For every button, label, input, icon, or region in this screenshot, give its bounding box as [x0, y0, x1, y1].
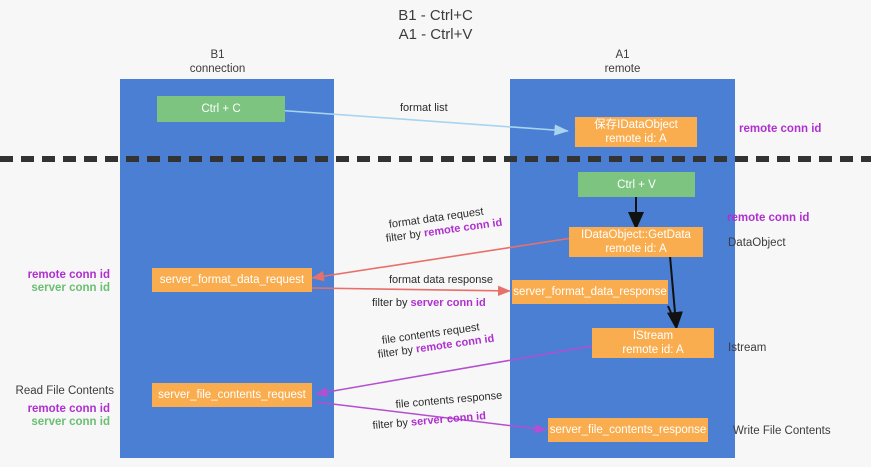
annotation-write-file-contents: Write File Contents [733, 425, 831, 437]
node-ctrl-v-label: Ctrl + V [617, 178, 656, 191]
filter-prefix: filter by [372, 416, 412, 432]
annotation-remote-conn-id-mid: remote conn id [727, 212, 810, 224]
annotation-remote-conn-id-top: remote conn id [739, 123, 822, 135]
lane-header-b1: B1 connection [140, 48, 295, 76]
annotation-istream: Istream [728, 342, 767, 354]
node-ctrl-c[interactable]: Ctrl + C [157, 96, 285, 122]
title-line-2: A1 - Ctrl+V [398, 26, 473, 43]
annotation-read-file-contents: Read File Contents [15, 385, 114, 397]
filter-key: server conn id [410, 297, 486, 309]
edge-label-file-contents-response: file contents response [395, 389, 503, 411]
node-save-idataobject-line1: 保存IDataObject [594, 119, 678, 131]
edge-label-format-list: format list [400, 102, 448, 114]
node-server-format-data-request[interactable]: server_format_data_request [152, 268, 312, 292]
node-server-file-contents-request[interactable]: server_file_contents_request [152, 383, 312, 407]
title-line-1: B1 - Ctrl+C [398, 7, 473, 24]
node-server-file-contents-response-label: server_file_contents_response [549, 424, 707, 436]
node-ctrl-c-label: Ctrl + C [201, 103, 241, 115]
node-server-format-data-request-label: server_format_data_request [159, 274, 305, 286]
phase-divider [0, 156, 871, 162]
node-idataobject-getdata[interactable]: IDataObject::GetData remote id: A [569, 227, 703, 257]
node-server-file-contents-request-label: server_file_contents_request [158, 389, 306, 401]
annotation-dataobject: DataObject [728, 237, 786, 249]
annotation-left-server-conn-id-bottom: server conn id [31, 416, 110, 428]
lane-b1-name: B1 [210, 49, 225, 61]
lane-a1-sub: remote [604, 63, 641, 75]
filter-prefix: filter by [377, 343, 417, 361]
filter-prefix: filter by [372, 297, 411, 309]
node-server-file-contents-response[interactable]: server_file_contents_response [548, 418, 708, 442]
filter-key: server conn id [410, 410, 487, 429]
node-ctrl-v[interactable]: Ctrl + V [578, 172, 695, 197]
node-save-idataobject-line2: remote id: A [605, 133, 667, 145]
node-idataobject-getdata-line1: IDataObject::GetData [581, 229, 691, 241]
annotation-left-server-conn-id-mid: server conn id [31, 282, 110, 294]
node-istream-line2: remote id: A [622, 344, 684, 356]
edge-label-format-data-response: format data response [389, 274, 493, 286]
lane-b1-sub: connection [189, 63, 246, 75]
annotation-left-remote-conn-id-bottom: remote conn id [27, 403, 110, 415]
lane-header-a1: A1 remote [545, 48, 700, 76]
diagram-title: B1 - Ctrl+C A1 - Ctrl+V [0, 6, 871, 44]
edge-label-format-data-response-filter: filter by server conn id [372, 296, 486, 311]
node-server-format-data-response[interactable]: server_format_data_response [512, 280, 668, 304]
filter-prefix: filter by [385, 227, 425, 245]
node-istream-line1: IStream [632, 330, 674, 342]
lane-a1-name: A1 [615, 49, 630, 61]
annotation-left-remote-conn-id-mid: remote conn id [27, 269, 110, 281]
edge-label-file-contents-response-filter: filter by server conn id [372, 409, 487, 434]
wire-format-data-response [311, 285, 511, 297]
node-save-idataobject[interactable]: 保存IDataObject remote id: A [575, 117, 697, 147]
node-idataobject-getdata-line2: remote id: A [605, 243, 667, 255]
node-server-format-data-response-label: server_format_data_response [513, 286, 667, 298]
node-istream[interactable]: IStream remote id: A [592, 328, 714, 358]
